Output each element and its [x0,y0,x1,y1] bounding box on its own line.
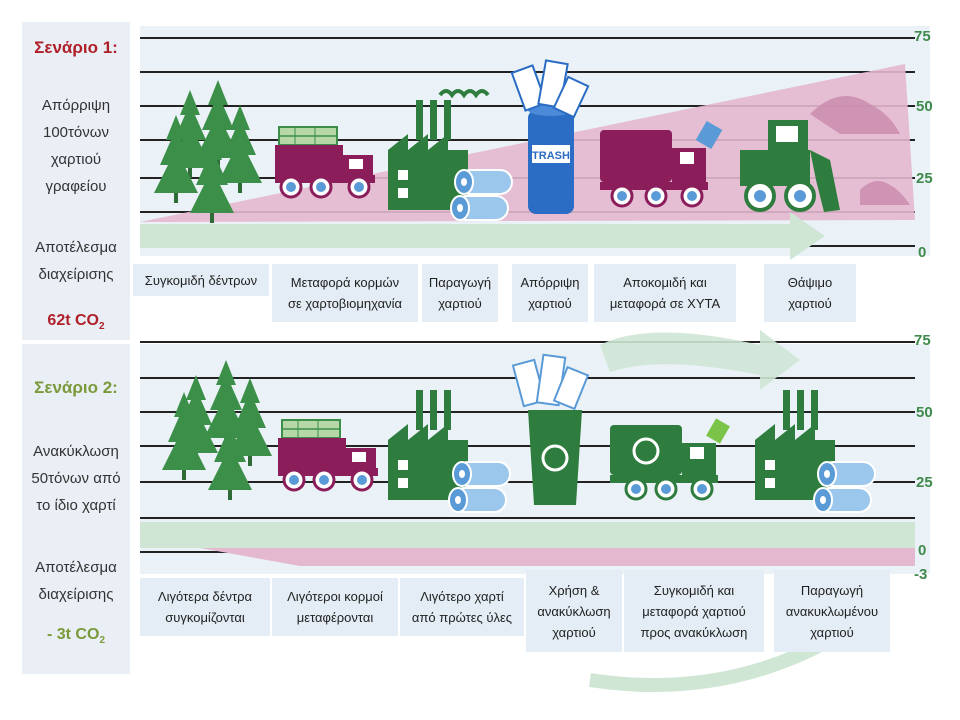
trash-bin-icon: TRASH [510,59,590,214]
scenario2-result-value: - 3t CO2 [46,626,105,647]
axis-tick-25: 25 [916,170,933,187]
scenario1-result-label: Αποτέλεσμα διαχείρισης [35,239,117,283]
axis-tick-0: 0 [918,542,927,559]
scenario1-result-value: 62t CO2 [47,312,105,333]
axis-tick-50: 50 [916,404,933,421]
recycle-bin-icon [511,353,590,505]
axis-tick-minus3: -3 [914,566,928,583]
step-label: Χρήση & ανακύκλωση χαρτιού [526,570,622,652]
process-band [140,522,915,548]
emissions-band [200,548,915,566]
step-label: Αποκομιδή και μεταφορά σε ΧΥΤΑ [594,264,736,322]
recycle-arrow-top [600,330,800,390]
scenario2-description: Ανακύκλωση 50τόνων από το ίδιο χαρτί [31,443,121,514]
scenario1-description: Απόρριψη 100τόνων χαρτιού γραφείου [41,97,111,195]
process-arrow [140,212,825,260]
recycle-truck-icon [610,418,730,501]
step-label: Λιγότεροι κορμοί μεταφέρονται [272,578,398,636]
recycle-arrow-bottom [588,633,834,692]
step-label: Μεταφορά κορμών σε χαρτοβιομηχανία [272,264,418,322]
scenario2-sidebar [22,344,130,674]
step-label: Συγκομιδή δέντρων [133,264,269,296]
scenario2-title: Σενάριο 2: [34,378,118,397]
svg-text:TRASH: TRASH [532,150,570,162]
step-label: Θάψιμο χαρτιού [764,264,856,322]
axis-tick-25: 25 [916,474,933,491]
step-label: Παραγωγή ανακυκλωμένου χαρτιού [774,570,890,652]
scenario1-title: Σενάριο 1: [34,38,118,57]
step-label: Παραγωγή χαρτιού [422,264,498,322]
axis-tick-75: 75 [914,28,931,45]
step-label: Απόρριψη χαρτιού [512,264,588,322]
scenario1-sidebar [22,22,130,340]
paper-factory-icon [388,89,513,221]
step-label: Λιγότερα δέντρα συγκομίζονται [140,578,270,636]
axis-tick-50: 50 [916,98,933,115]
axis-tick-75: 75 [914,332,931,349]
step-label: Λιγότερο χαρτί από πρώτες ύλες [400,578,524,636]
garbage-truck-icon [600,120,723,208]
landfill-bulldozer-icon [740,96,910,212]
scenario2-result-label: Αποτέλεσμα διαχείρισης [35,559,117,603]
step-label: Συγκομιδή και μεταφορά χαρτιού προς ανακ… [624,570,764,652]
axis-tick-0: 0 [918,244,927,261]
